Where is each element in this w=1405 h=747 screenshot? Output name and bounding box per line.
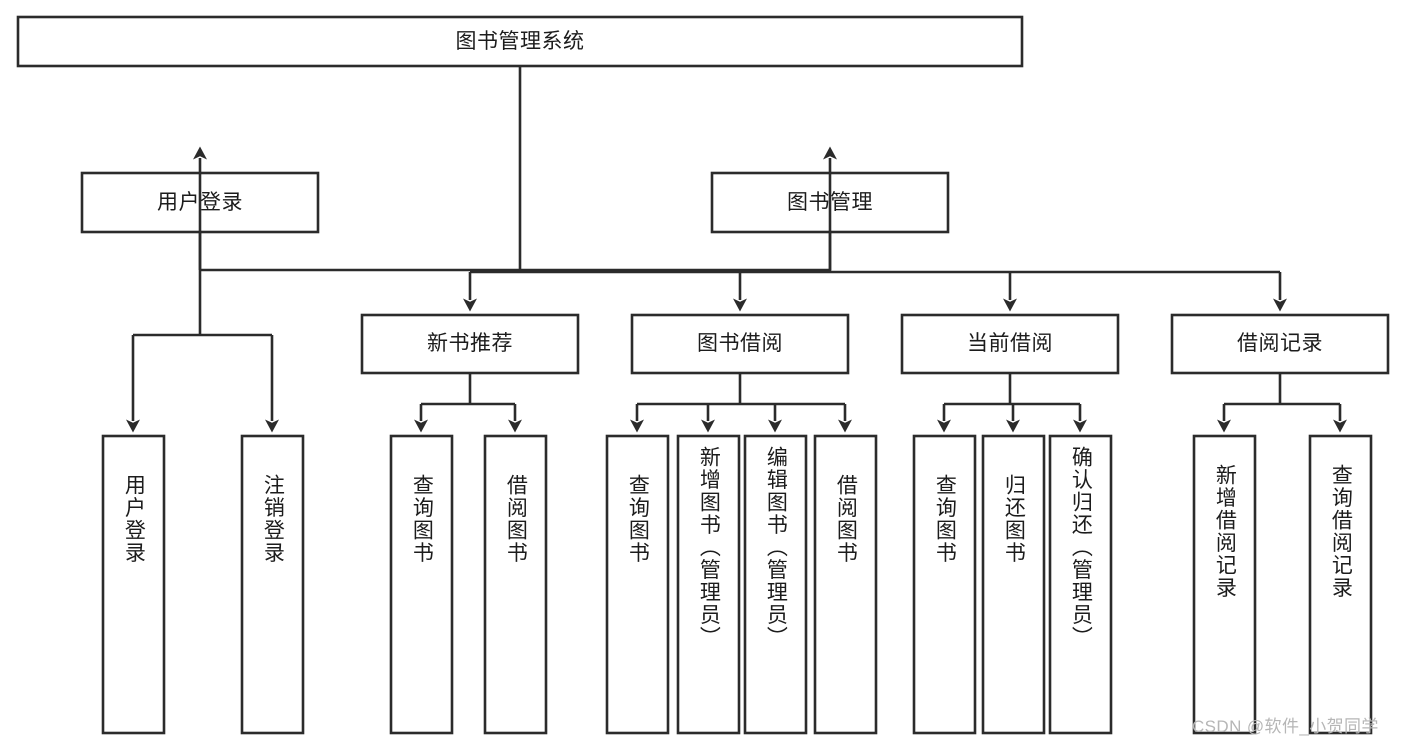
node-box-leaf-query-book-2[interactable]	[605, 434, 670, 735]
node-box-leaf-borrow-book-1[interactable]	[483, 434, 548, 735]
node-box-leaf-query-book-1[interactable]	[389, 434, 454, 735]
node-box-leaf-confirm-return[interactable]	[1048, 434, 1113, 735]
node-box-leaf-user-login[interactable]	[101, 434, 166, 735]
node-box-book-borrow[interactable]	[630, 313, 850, 375]
node-box-leaf-add-record[interactable]	[1192, 434, 1257, 735]
node-box-leaf-logout[interactable]	[240, 434, 305, 735]
node-box-borrow-record[interactable]	[1170, 313, 1390, 375]
csdn-watermark: CSDN @软件_小贺同学	[1192, 717, 1379, 736]
node-box-root[interactable]	[16, 15, 1024, 68]
node-box-leaf-add-book[interactable]	[676, 434, 741, 735]
node-box-leaf-edit-book[interactable]	[743, 434, 808, 735]
node-box-leaf-query-book-3[interactable]	[912, 434, 977, 735]
node-box-leaf-return-book[interactable]	[981, 434, 1046, 735]
node-box-leaf-query-record[interactable]	[1308, 434, 1373, 735]
node-box-new-book-recommend[interactable]	[360, 313, 580, 375]
node-box-current-borrow[interactable]	[900, 313, 1120, 375]
node-box-leaf-borrow-book-2[interactable]	[813, 434, 878, 735]
